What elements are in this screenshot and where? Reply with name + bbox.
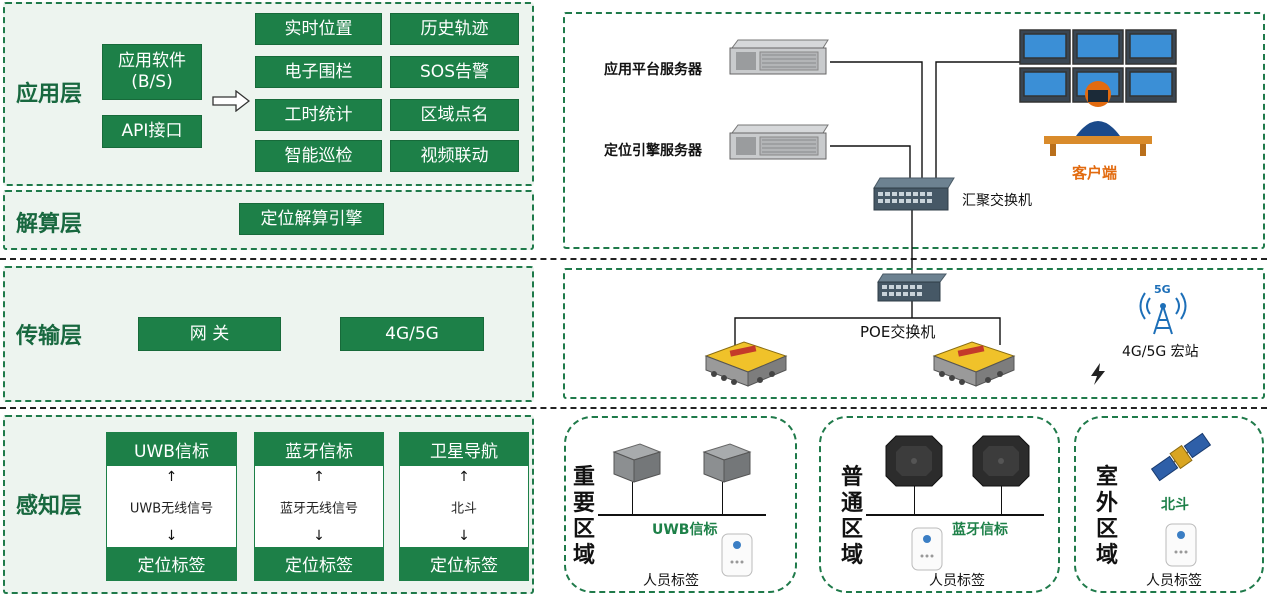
app-software-box: 应用软件 (B/S) xyxy=(102,44,202,100)
personnel-tag-label: 人员标签 xyxy=(929,573,985,589)
agg-switch-label: 汇聚交换机 xyxy=(962,193,1032,209)
zone-name-char: 域 xyxy=(840,543,863,568)
4g5g-box: 4G/5G xyxy=(340,317,484,351)
satellite-column: 卫星导航 ↑ 北斗 ↓ 定位标签 xyxy=(399,432,529,581)
aggregation-switch-icon xyxy=(873,177,955,211)
zone-name-char: 区 xyxy=(572,517,595,542)
zone-name-char: 普 xyxy=(840,465,863,490)
bus-drop-line xyxy=(1001,484,1002,514)
bus-drop-line xyxy=(914,484,915,514)
personnel-tag-icon xyxy=(1165,523,1197,567)
perception-layer-title: 感知层 xyxy=(16,494,83,519)
arrow-up-icon: ↑ xyxy=(458,469,470,485)
bluetooth-signal-label: 蓝牙无线信号 xyxy=(279,501,358,516)
uwb-tag-label: 定位标签 xyxy=(107,547,236,580)
app-server-label: 应用平台服务器 xyxy=(604,62,702,78)
bus-drop-line xyxy=(722,482,723,514)
positioning-server-icon xyxy=(729,124,829,160)
zone-name-char: 室 xyxy=(1095,465,1118,490)
uwb-column: UWB信标 ↑ UWB无线信号 ↓ 定位标签 xyxy=(106,432,237,581)
hollow-arrow-icon xyxy=(212,90,250,112)
transmission-network-panel xyxy=(563,268,1265,399)
bluetooth-column: 蓝牙信标 ↑ 蓝牙无线信号 ↓ 定位标签 xyxy=(254,432,384,581)
personnel-tag-label: 人员标签 xyxy=(1146,573,1202,589)
zone-bus-line xyxy=(866,514,1044,516)
gateway-device-icon xyxy=(704,341,788,387)
server-network-panel xyxy=(563,12,1265,249)
bluetooth-tag-label: 定位标签 xyxy=(255,547,383,580)
zone-name-char: 要 xyxy=(572,491,595,516)
bluetooth-beacon-zone-label: 蓝牙信标 xyxy=(952,522,1008,538)
divider-line xyxy=(0,407,1267,409)
arrow-up-icon: ↑ xyxy=(165,469,178,485)
zone-name-char: 区 xyxy=(840,517,863,542)
calculation-layer-title: 解算层 xyxy=(16,212,83,237)
satellite-nav-label: 卫星导航 xyxy=(400,433,528,466)
satellite-icon xyxy=(1150,432,1212,482)
arrow-up-icon: ↑ xyxy=(313,469,325,485)
personnel-tag-label: 人员标签 xyxy=(643,573,699,589)
poe-switch-icon xyxy=(877,273,947,302)
arrow-down-icon: ↓ xyxy=(458,528,470,544)
function-sos-alarm: SOS告警 xyxy=(390,56,519,88)
personnel-tag-icon xyxy=(911,527,943,571)
bluetooth-beacon-device-icon xyxy=(885,435,943,487)
function-realtime-position: 实时位置 xyxy=(255,13,382,45)
zone-name-char: 通 xyxy=(840,491,863,516)
arrow-down-icon: ↓ xyxy=(313,528,325,544)
function-history-track: 历史轨迹 xyxy=(390,13,519,45)
uwb-beacon-device-icon xyxy=(612,443,662,483)
gateway-box: 网 关 xyxy=(138,317,281,351)
function-smart-patrol: 智能巡检 xyxy=(255,140,382,172)
zone-name-char: 重 xyxy=(572,465,595,490)
5g-tower-icon xyxy=(1139,292,1187,335)
base-station-label: 4G/5G 宏站 xyxy=(1122,344,1199,360)
loc-server-label: 定位引擎服务器 xyxy=(604,143,702,159)
satellite-tag-label: 定位标签 xyxy=(400,547,528,580)
client-monitor-wall-icon xyxy=(1019,29,1177,156)
uwb-beacon-zone-label: UWB信标 xyxy=(652,522,718,538)
uwb-beacon-label: UWB信标 xyxy=(107,433,236,466)
function-area-rollcall: 区域点名 xyxy=(390,99,519,131)
zone-name-char: 域 xyxy=(1095,543,1118,568)
api-interface-box: API接口 xyxy=(102,115,202,148)
divider-line xyxy=(0,258,1267,260)
uwb-signal-label: UWB无线信号 xyxy=(129,501,214,516)
application-server-icon xyxy=(729,39,829,75)
uwb-beacon-device-icon xyxy=(702,443,752,483)
bus-drop-line xyxy=(632,482,633,514)
positioning-engine-box: 定位解算引擎 xyxy=(239,203,384,235)
gateway-device-icon xyxy=(932,341,1016,387)
client-label: 客户端 xyxy=(1072,164,1118,182)
bluetooth-beacon-device-icon xyxy=(972,435,1030,487)
function-video-linkage: 视频联动 xyxy=(390,140,519,172)
lightning-icon xyxy=(1091,363,1105,385)
zone-name-char: 外 xyxy=(1095,491,1118,516)
beidou-label: 北斗 xyxy=(450,501,477,516)
function-work-hours: 工时统计 xyxy=(255,99,382,131)
zone-name-char: 域 xyxy=(572,543,595,568)
beidou-zone-label: 北斗 xyxy=(1161,497,1189,513)
arrow-down-icon: ↓ xyxy=(165,528,178,544)
bluetooth-beacon-label: 蓝牙信标 xyxy=(255,433,383,466)
transmission-layer-title: 传输层 xyxy=(16,324,83,349)
important-zone-panel xyxy=(564,416,797,593)
function-geo-fence: 电子围栏 xyxy=(255,56,382,88)
zone-bus-line xyxy=(598,514,766,516)
5g-label: 5G xyxy=(1154,283,1171,296)
zone-name-char: 区 xyxy=(1095,517,1118,542)
personnel-tag-icon xyxy=(721,533,753,577)
poe-switch-label: POE交换机 xyxy=(860,323,936,341)
application-layer-title: 应用层 xyxy=(16,82,83,107)
